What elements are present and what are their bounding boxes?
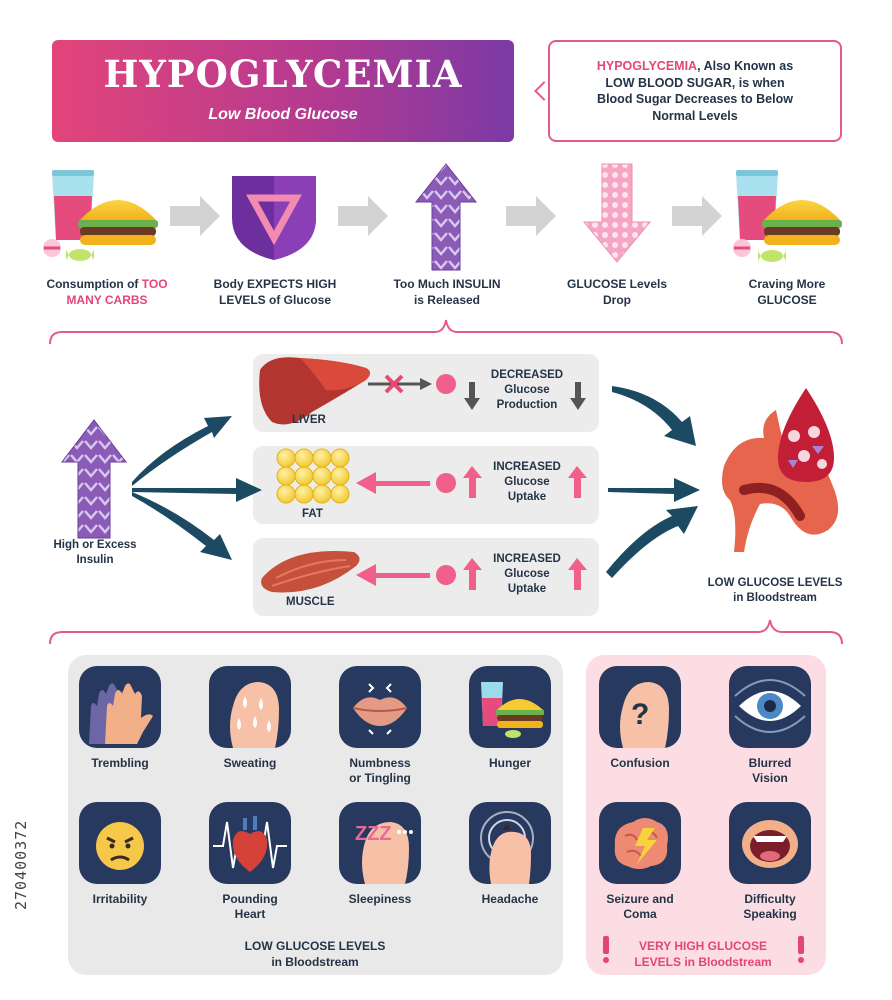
fat-effect: INCREASED Glucose Uptake <box>493 461 561 503</box>
open-mouth-icon <box>729 802 811 884</box>
arrow-up-icon <box>568 558 587 590</box>
headache-icon <box>469 802 551 884</box>
glucose-molecule-icon <box>436 565 456 585</box>
definition-text-4: Normal Levels <box>652 108 738 123</box>
page-title: HYPOGLYCEMIA <box>103 52 463 96</box>
symptom-label: Confusion <box>610 756 670 770</box>
arrow-left-icon <box>356 564 430 586</box>
section-bracket <box>49 319 843 345</box>
blood-drop-icon <box>778 388 834 482</box>
page-subtitle: Low Blood Glucose <box>208 106 358 123</box>
step-expect-label: Body EXPECTS HIGH LEVELS of Glucose <box>213 277 337 307</box>
stock-id: 270400372 <box>12 819 30 910</box>
liver-effect: DECREASED Glucose Production <box>490 369 564 411</box>
irritable-face-icon <box>79 802 161 884</box>
title-banner: HYPOGLYCEMIA Low Blood Glucose <box>52 40 514 142</box>
symptom-label: Sweating <box>223 756 277 770</box>
muscle-effect: INCREASED Glucose Uptake <box>493 553 561 595</box>
converge-arrows <box>606 386 700 578</box>
definition-text-2: LOW BLOOD SUGAR, is when <box>605 75 785 90</box>
lips-numbness-icon <box>339 666 421 748</box>
blurred-vision-icon <box>729 666 811 748</box>
low-panel-footer: LOW GLUCOSE LEVELS in Bloodstream <box>244 939 386 969</box>
low-glucose-result: LOW GLUCOSE LEVELS in Bloodstream <box>707 577 843 604</box>
arrow-up-icon <box>568 466 587 498</box>
glucose-molecule-icon <box>436 473 456 493</box>
pathway-illustrations <box>60 357 839 593</box>
arrow-up-icon <box>463 558 482 590</box>
symptom-label: Hunger <box>489 756 531 770</box>
confusion-icon: ? <box>599 666 681 748</box>
definition-term: HYPOGLYCEMIA <box>596 59 698 73</box>
arrow-right-icon <box>170 196 220 236</box>
liver-label: LIVER <box>292 414 326 426</box>
shield-icon <box>232 176 316 260</box>
glucose-molecule-icon <box>436 374 456 394</box>
pounding-heart-icon <box>209 802 291 884</box>
branch-arrows <box>132 416 262 560</box>
arrow-down-icon <box>570 382 586 410</box>
step-glucose-drop-label: GLUCOSE Levels Drop <box>566 277 668 307</box>
sweating-icon <box>209 666 291 748</box>
svg-text:?: ? <box>631 698 649 731</box>
svg-text:ZZZ: ZZZ <box>355 823 392 845</box>
symptom-label: Trembling <box>91 756 149 770</box>
blood-vessel-icon <box>722 410 839 552</box>
warning-exclamation-icon <box>603 936 609 963</box>
liver-icon <box>259 357 370 425</box>
blocked-arrow-icon <box>368 374 432 394</box>
section-bracket <box>49 619 843 645</box>
arrow-right-icon <box>338 196 388 236</box>
arrow-left-icon <box>356 472 430 494</box>
symptom-label: Sleepiness <box>348 892 412 906</box>
definition-text-1: , Also Known as <box>697 59 794 73</box>
muscle-label: MUSCLE <box>286 596 335 608</box>
fat-cells-icon <box>276 448 350 504</box>
carbs-icon <box>43 170 158 261</box>
arrow-up-icon <box>463 466 482 498</box>
warning-exclamation-icon <box>798 936 804 963</box>
definition-text-3: Blood Sugar Decreases to Below <box>597 92 793 106</box>
symptom-label: Irritability <box>92 892 148 906</box>
arrow-right-icon <box>506 196 556 236</box>
insulin-arrow-up-icon <box>414 163 478 271</box>
seizure-brain-icon <box>599 802 681 884</box>
process-illustrations <box>43 163 842 271</box>
symptom-label: Headache <box>481 892 539 906</box>
craving-food-icon <box>733 170 842 262</box>
hunger-food-icon <box>469 666 551 748</box>
trembling-hand-icon <box>79 666 161 748</box>
insulin-arrow-up-icon <box>60 419 128 539</box>
arrow-down-icon <box>464 382 480 410</box>
insulin-source-label: High or Excess Insulin <box>53 539 137 566</box>
definition-callout: HYPOGLYCEMIA, Also Known as LOW BLOOD SU… <box>548 40 842 142</box>
step-carbs-label: Consumption of TOO MANY CARBS <box>46 277 168 307</box>
step-craving-label: Craving More GLUCOSE <box>748 277 826 307</box>
muscle-icon <box>261 551 360 593</box>
step-insulin-label: Too Much INSULIN is Released <box>393 277 501 307</box>
fat-label: FAT <box>302 508 323 520</box>
arrow-right-icon <box>672 196 722 236</box>
sleepiness-icon: ZZZ <box>339 802 421 884</box>
high-panel-footer: VERY HIGH GLUCOSE LEVELS in Bloodstream <box>634 939 772 969</box>
glucose-arrow-down-icon <box>582 163 652 263</box>
